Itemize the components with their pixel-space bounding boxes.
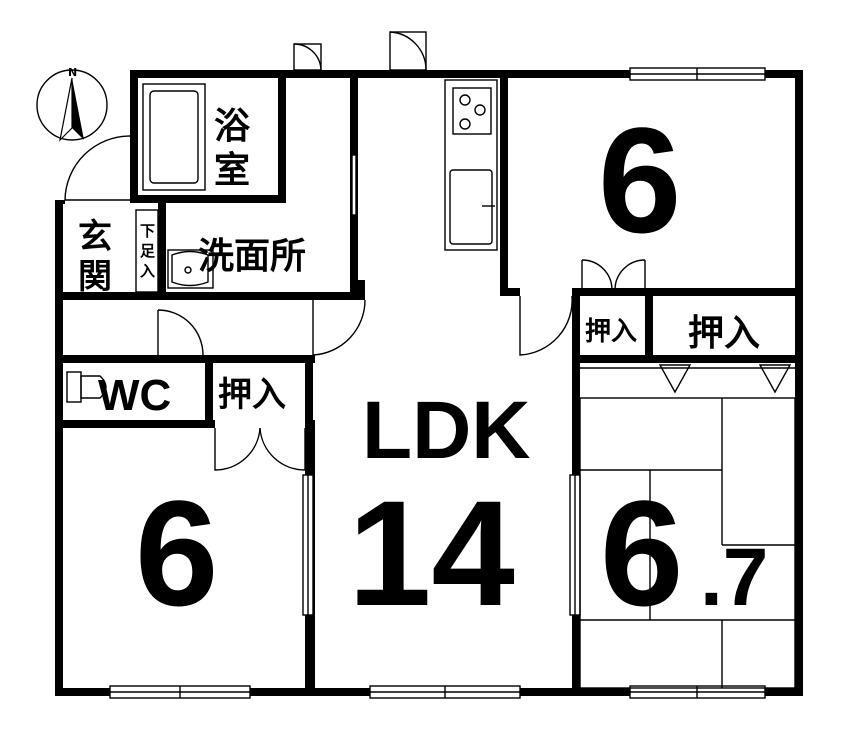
bedroom-top-right-size: 6 xyxy=(598,96,681,264)
shoe-box-label-2: 足 xyxy=(140,242,156,260)
bedroom-left-size: 6 xyxy=(135,469,218,637)
closet-left-label: 押入 xyxy=(218,375,286,415)
entrance-label-2: 関 xyxy=(78,257,112,297)
kitchen-counter xyxy=(444,79,498,251)
tatami-room-size: 6 xyxy=(600,469,683,637)
windows xyxy=(109,67,766,699)
entrance-label-1: 玄 xyxy=(78,217,112,257)
compass: N xyxy=(36,66,108,142)
north-label: N xyxy=(68,66,77,79)
bath-label-2: 室 xyxy=(214,150,250,191)
ldk-size: 14 xyxy=(348,469,515,637)
closet-small-label: 押入 xyxy=(585,317,637,347)
closet-right-label: 押入 xyxy=(688,313,760,354)
ldk-label: LDK xyxy=(362,385,531,476)
bathtub xyxy=(142,83,206,191)
wc-label: WC xyxy=(98,371,171,420)
tatami-room-size-decimal: .7 xyxy=(700,532,768,623)
shoe-box-label-3: 入 xyxy=(140,262,155,280)
room-labels: 浴 室 玄 関 下 足 入 洗面所 WC 押入 押入 押入 LDK 14 6 6… xyxy=(78,96,768,637)
shoe-box-outline xyxy=(135,209,159,293)
wash-basin xyxy=(167,249,214,289)
washroom-label: 洗面所 xyxy=(198,236,306,277)
shoe-box-label-1: 下 xyxy=(140,222,155,240)
toilet xyxy=(66,371,107,403)
bath-label-1: 浴 xyxy=(214,106,251,147)
fixtures xyxy=(66,79,796,689)
doors xyxy=(64,31,795,471)
tatami-mats xyxy=(579,397,796,689)
